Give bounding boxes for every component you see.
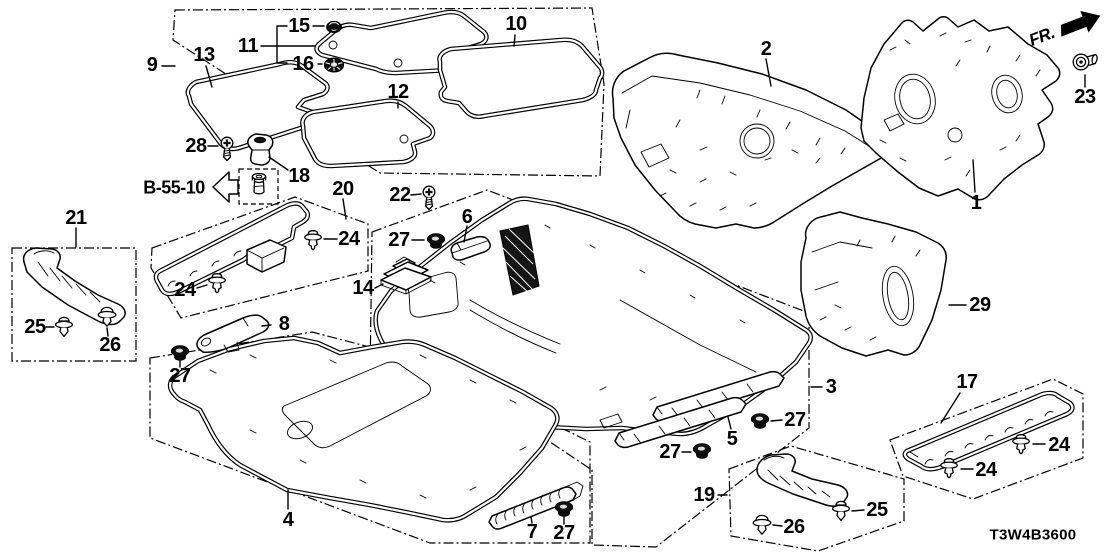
callout-12[interactable]: 12 bbox=[387, 81, 409, 103]
part-10-front-floor-mat bbox=[437, 37, 605, 120]
callout-27-e[interactable]: 27 bbox=[784, 409, 806, 431]
callout-25-a[interactable]: 25 bbox=[24, 316, 46, 338]
callout-10[interactable]: 10 bbox=[505, 13, 527, 35]
callout-24-c[interactable]: 24 bbox=[975, 459, 997, 481]
group-box-4 bbox=[149, 331, 591, 544]
nut-15-glyph bbox=[326, 20, 342, 34]
callout-6[interactable]: 6 bbox=[461, 206, 473, 228]
rivet-b5510-glyph bbox=[251, 172, 267, 195]
part-17-side-sill-garnish bbox=[902, 390, 1075, 472]
callout-25-b[interactable]: 25 bbox=[866, 499, 888, 521]
callout-11[interactable]: 11 bbox=[237, 35, 259, 57]
callout-9[interactable]: 9 bbox=[146, 54, 158, 76]
callout-26-a[interactable]: 26 bbox=[99, 334, 121, 356]
callout-24-a[interactable]: 24 bbox=[338, 228, 360, 250]
part-5-slide-rails bbox=[614, 370, 785, 449]
part-20-side-sill-garnish bbox=[153, 201, 311, 297]
part-18-hook-clip bbox=[247, 133, 274, 166]
callout-26-b[interactable]: 26 bbox=[783, 516, 805, 538]
part-19-side-garnish bbox=[756, 453, 849, 507]
callout-27-b[interactable]: 27 bbox=[169, 365, 191, 387]
group-box-21 bbox=[11, 247, 137, 362]
callout-3[interactable]: 3 bbox=[825, 376, 837, 398]
group-box-20 bbox=[150, 196, 369, 319]
callout-24-d[interactable]: 24 bbox=[1048, 434, 1070, 456]
callout-13[interactable]: 13 bbox=[193, 44, 215, 66]
callout-5[interactable]: 5 bbox=[726, 428, 738, 450]
callout-27-c[interactable]: 27 bbox=[553, 522, 575, 544]
callout-28[interactable]: 28 bbox=[185, 135, 207, 157]
callout-8[interactable]: 8 bbox=[278, 313, 290, 335]
callout-23[interactable]: 23 bbox=[1074, 86, 1096, 108]
group-box-17 bbox=[889, 378, 1084, 500]
part-14-floor-shim bbox=[380, 256, 432, 295]
group-box-19 bbox=[728, 445, 905, 552]
callout-16[interactable]: 16 bbox=[292, 53, 314, 75]
part-1-dashboard-insulator-outer bbox=[860, 16, 1061, 201]
callout-27-d[interactable]: 27 bbox=[659, 441, 681, 463]
part-29-panel-insulator bbox=[800, 211, 947, 357]
callout-24-b[interactable]: 24 bbox=[174, 279, 196, 301]
wheel-nut-16-glyph bbox=[323, 57, 345, 73]
callout-4[interactable]: 4 bbox=[282, 509, 294, 531]
group-box-9 bbox=[172, 7, 605, 177]
callout-1[interactable]: 1 bbox=[970, 192, 982, 214]
callout-14[interactable]: 14 bbox=[352, 277, 374, 299]
callout-22[interactable]: 22 bbox=[389, 184, 411, 206]
b5510-reference-arrow-icon bbox=[212, 171, 239, 203]
callout-29[interactable]: 29 bbox=[969, 294, 991, 316]
callout-15[interactable]: 15 bbox=[288, 15, 310, 37]
callout-20[interactable]: 20 bbox=[332, 178, 354, 200]
part-6-bracket bbox=[450, 235, 491, 261]
callout-19[interactable]: 19 bbox=[693, 484, 715, 506]
fr-direction-arrow-icon bbox=[1061, 11, 1101, 37]
leader-lines bbox=[45, 25, 1086, 527]
group-box-b5510 bbox=[238, 168, 279, 205]
callout-21[interactable]: 21 bbox=[65, 207, 87, 229]
callout-b-55-10-reference[interactable]: B-55-10 bbox=[143, 177, 205, 198]
part-13-front-floor-mat bbox=[185, 59, 330, 152]
part-12-rear-floor-mat bbox=[300, 98, 436, 169]
callout-7[interactable]: 7 bbox=[526, 521, 538, 543]
callout-2[interactable]: 2 bbox=[760, 38, 772, 60]
part-7-footrest bbox=[488, 481, 584, 530]
callout-18[interactable]: 18 bbox=[288, 165, 310, 187]
part-4-floor-carpet bbox=[167, 335, 560, 523]
diagram-code: T3W4B3600 bbox=[989, 526, 1077, 544]
callout-17[interactable]: 17 bbox=[956, 371, 978, 393]
part-8-bracket bbox=[196, 314, 270, 353]
callout-27-a[interactable]: 27 bbox=[388, 229, 410, 251]
